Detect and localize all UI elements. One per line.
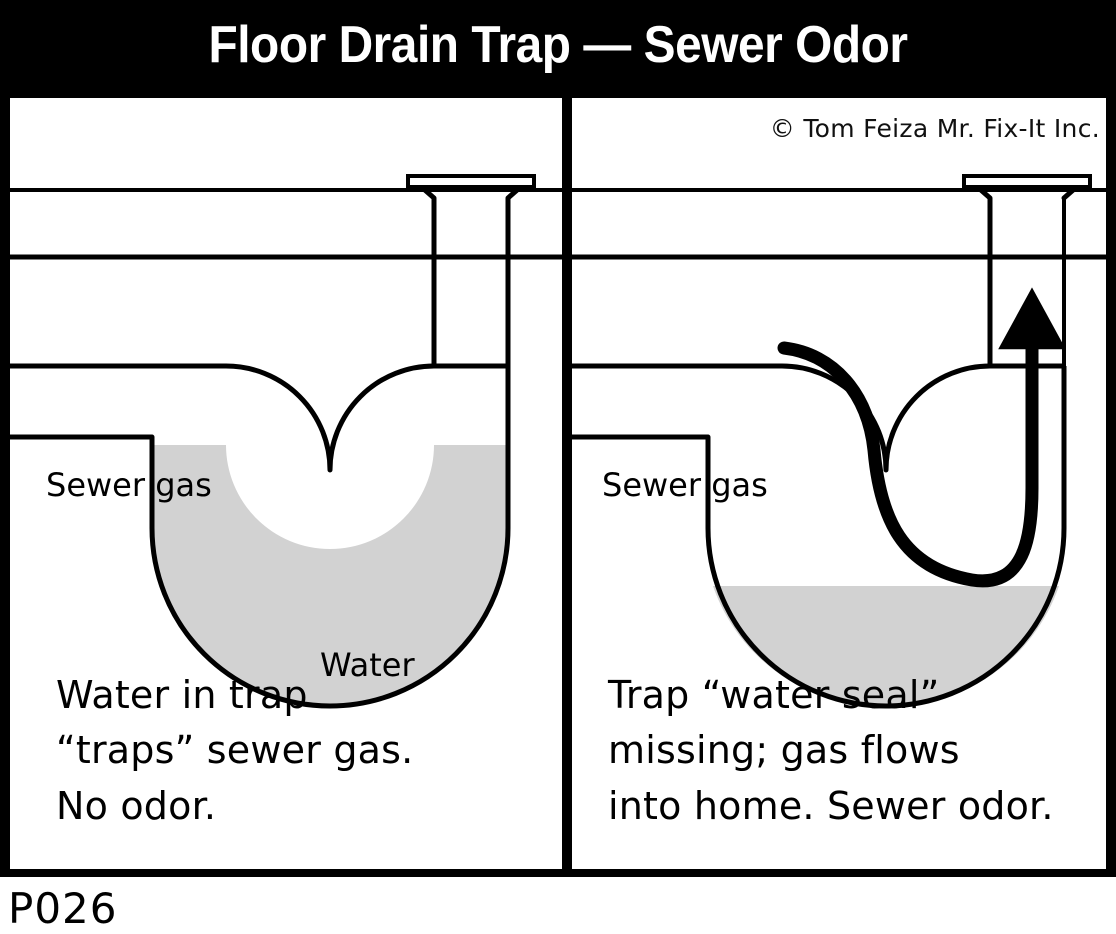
pipe-inner-wall: [10, 363, 508, 473]
left-panel-drawing: [10, 174, 562, 709]
floor-drain-grate: [406, 174, 536, 189]
sewer-gas-flow-arrow: [777, 287, 1066, 588]
label-sewer-gas-right: Sewer gas: [602, 466, 768, 504]
pipe-outer-wall: [572, 366, 1067, 709]
trap-water-fill: [152, 445, 508, 706]
label-water: Water: [320, 646, 415, 684]
pipe-outer-wall: [10, 366, 511, 709]
right-panel-drawing: [572, 174, 1106, 709]
floor-drain-grate: [962, 174, 1092, 189]
diagram-frame: Sewer gas Water Water in trap “traps” se…: [0, 90, 1116, 877]
copyright-notice: © Tom Feiza Mr. Fix-It Inc.: [769, 114, 1100, 143]
caption-right: Trap “water seal” missing; gas flows int…: [608, 673, 1054, 828]
panel-right-trap-missing-water: © Tom Feiza Mr. Fix-It Inc. Sewer gas Tr…: [572, 98, 1106, 869]
caption-left: Water in trap “traps” sewer gas. No odor…: [56, 673, 414, 828]
page-title: Floor Drain Trap — Sewer Odor: [208, 16, 908, 74]
label-sewer-gas-left: Sewer gas: [46, 466, 212, 504]
residual-water-puddle: [713, 586, 1059, 707]
pipe-inner-wall: [572, 363, 1064, 473]
figure-code: P026: [8, 884, 118, 933]
title-bar: Floor Drain Trap — Sewer Odor: [0, 0, 1116, 90]
panel-left-trap-with-water: Sewer gas Water Water in trap “traps” se…: [10, 98, 562, 869]
